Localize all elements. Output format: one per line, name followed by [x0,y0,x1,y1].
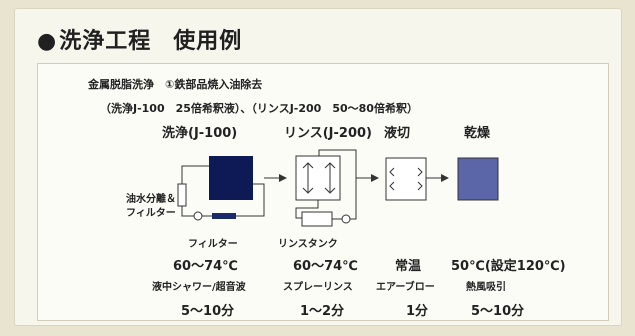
rinse-pump [341,214,351,224]
rinse-chamber [295,155,341,201]
dryer-chamber [457,157,499,201]
stage-rinse-name: リンス(J-200) [284,126,372,141]
wash-tank [209,156,253,200]
wash-stage [177,156,265,221]
stage-dry-time: 5～10分 [471,304,525,319]
stage-rinse-temp: 60～74℃ [293,259,358,274]
drain-chamber [385,157,427,201]
rinse-stage [295,149,357,227]
stage-drain-name: 液切 [384,126,411,141]
stage-dry-method: 熱風吸引 [466,282,506,293]
wash-loop-pipe [181,165,209,184]
title-bullet: ● [37,29,58,54]
rinse-tank [301,211,333,227]
separator-label-line2: フィルター [126,208,176,219]
title-main: 洗浄工程 [59,29,152,54]
dry-stage [457,157,499,201]
stage-drain-time: 1分 [406,304,429,319]
diagram-panel: 金属脱脂洗浄 ①鉄部品焼入油除去 （洗浄J-100 25倍希釈液）、（リンスJ-… [37,63,609,321]
wash-return-pipe [181,206,194,217]
process-flow-diagram [177,149,499,227]
stage-rinse-time: 1～2分 [300,304,345,319]
stage-drain-method: エアーブロー [376,282,435,293]
stage-wash-time: 5～10分 [181,304,235,319]
oil-separator-filter [177,183,187,207]
stage-wash-method: 液中シャワー/超音波 [152,282,246,293]
application-line: 金属脱脂洗浄 ①鉄部品焼入油除去 [88,78,263,91]
wash-pump [193,211,203,221]
separator-label-line1: 油水分離＆ [126,194,176,205]
page-title: ●洗浄工程使用例 [37,23,242,55]
drain-stage [385,157,427,201]
process-card: ●洗浄工程使用例 金属脱脂洗浄 ①鉄部品焼入油除去 （洗浄J-100 25倍希釈… [14,8,622,326]
title-sub: 使用例 [173,29,243,54]
stage-wash-temp: 60～74℃ [173,259,238,274]
rinse-tank-label: リンスタンク [278,239,338,250]
dilution-line: （洗浄J-100 25倍希釈液）、（リンスJ-200 50～80倍希釈） [100,102,418,115]
stage-rinse-method: スプレーリンス [283,282,353,293]
filter-label: フィルター [188,239,238,250]
stage-wash-name: 洗浄(J-100) [162,126,238,141]
stage-drain-temp: 常温 [395,259,422,274]
stage-dry-name: 乾燥 [464,126,491,141]
stage-dry-temp: 50℃(設定120℃) [451,259,566,274]
wash-filter [212,213,236,219]
